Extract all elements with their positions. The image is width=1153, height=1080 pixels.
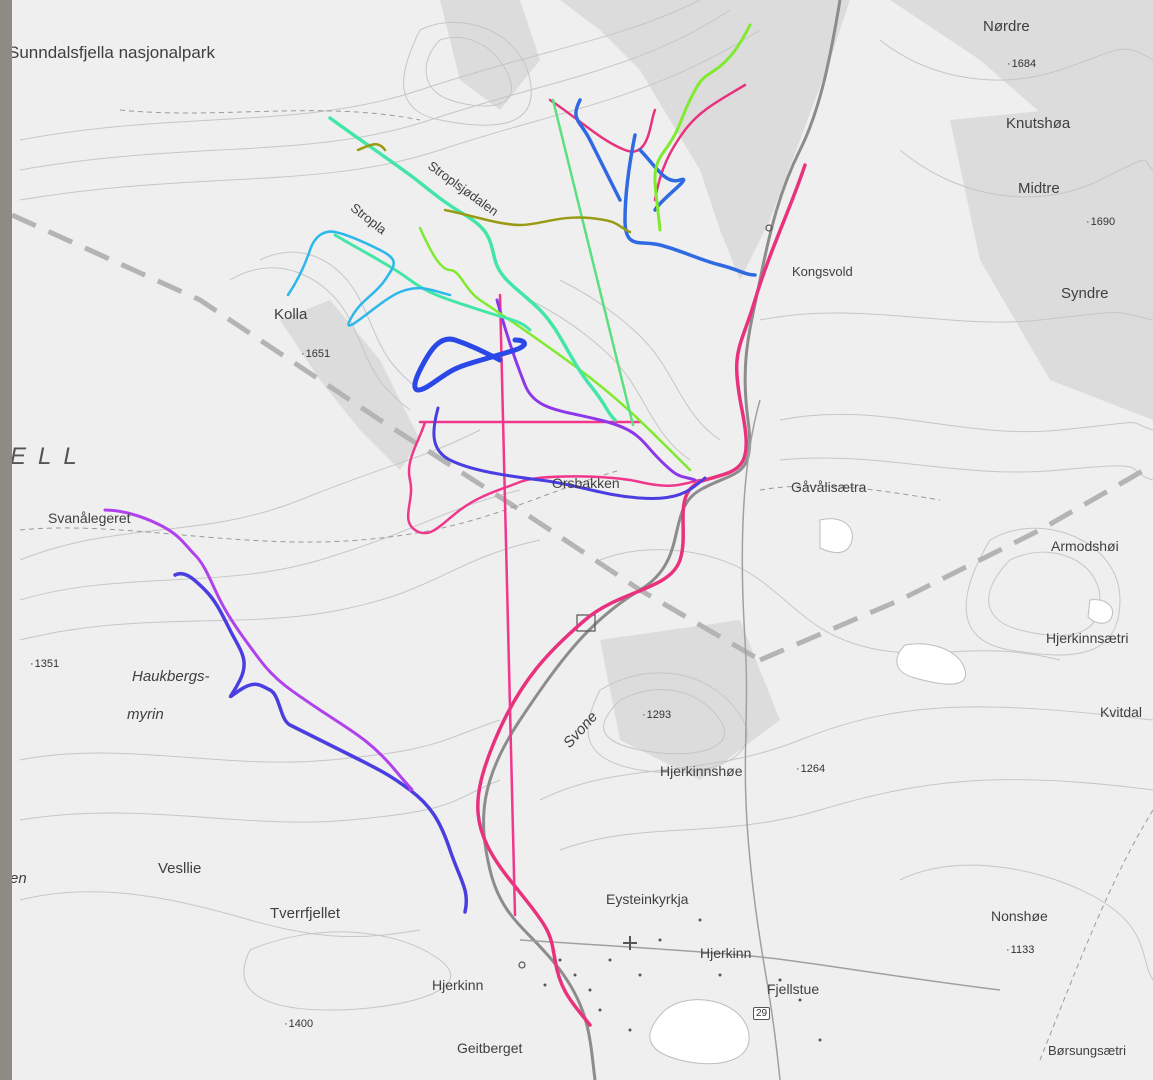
- elevation-1351: 1351: [30, 658, 59, 670]
- elevation-1264: 1264: [796, 763, 825, 775]
- trails: [19, 109, 1153, 1061]
- track-lime-stropla[interactable]: [418, 226, 692, 472]
- label-hjerkinnshoe: Hjerkinnshøe: [660, 763, 743, 779]
- label-svanalegeret: Svanålegeret: [48, 510, 131, 526]
- railway: [519, 399, 1001, 1080]
- gps-tracks[interactable]: [103, 23, 807, 1027]
- track-indigo-orsbakken[interactable]: [432, 406, 707, 500]
- label-nonshoe: Nonshøe: [991, 908, 1048, 924]
- track-cyan-stropla[interactable]: [328, 116, 617, 422]
- label-hjerkinn-east: Hjerkinn: [700, 945, 752, 961]
- label-kolla: Kolla: [274, 306, 308, 323]
- boundary-lines: [12, 212, 1153, 663]
- label-nordre: Nørdre: [983, 18, 1030, 35]
- label-kvitdal: Kvitdal: [1100, 704, 1143, 720]
- track-green-straight[interactable]: [551, 98, 635, 427]
- elevation-1133: 1133: [1006, 944, 1035, 956]
- label-gavalisaetra: Gåvålisætra: [791, 479, 867, 495]
- label-eysteinkyrkja: Eysteinkyrkja: [606, 891, 689, 907]
- label-armodshoi: Armodshøi: [1051, 538, 1119, 554]
- label-hjerkinn-west: Hjerkinn: [432, 977, 484, 993]
- label-geitberget: Geitberget: [457, 1040, 523, 1056]
- label-orsbakken: Orsbakken: [552, 475, 620, 491]
- track-sky-kolla[interactable]: [286, 230, 452, 327]
- label-midtre: Midtre: [1018, 180, 1060, 197]
- label-region: ELL: [12, 443, 89, 470]
- label-hjerkinnsaetri: Hjerkinnsætri: [1046, 630, 1129, 646]
- label-en: en: [12, 870, 27, 887]
- track-magenta-road[interactable]: [476, 163, 807, 1027]
- track-lime-north[interactable]: [653, 23, 752, 232]
- track-royal-loop[interactable]: [412, 336, 527, 393]
- label-borsungsaetri: Børsungsætri: [1048, 1043, 1127, 1058]
- label-tverrfjellet: Tverrfjellet: [270, 905, 341, 922]
- lakes: [649, 518, 1114, 1065]
- map-canvas[interactable]: [12, 0, 1153, 1080]
- map-viewport[interactable]: Sunndalsfjella nasjonalpark Nørdre Knuts…: [12, 0, 1153, 1080]
- elevation-1684: 1684: [1007, 58, 1036, 70]
- track-pink-vertical[interactable]: [498, 293, 517, 917]
- label-vesllie: Vesllie: [158, 860, 202, 877]
- elevation-1293: 1293: [642, 709, 671, 721]
- track-blue-north[interactable]: [574, 98, 757, 277]
- elevation-1651: 1651: [301, 348, 330, 360]
- settlement-dots: [543, 918, 822, 1042]
- track-olive-stropls[interactable]: [356, 143, 632, 234]
- map-symbols: [518, 224, 773, 969]
- label-syndre: Syndre: [1061, 285, 1109, 302]
- elevation-1400: 1400: [284, 1018, 313, 1030]
- track-cyan-stropla2[interactable]: [333, 233, 532, 332]
- label-myrin: myrin: [127, 706, 164, 723]
- label-fjellstue: Fjellstue: [767, 981, 820, 997]
- track-purple-ridge[interactable]: [495, 298, 697, 482]
- contour-lines: [19, 0, 1153, 1011]
- terrain-shading: [280, 0, 1153, 780]
- label-knutshoa: Knutshøa: [1006, 115, 1071, 132]
- track-violet-haukbergs[interactable]: [103, 508, 414, 792]
- label-kongsvold: Kongsvold: [792, 264, 853, 279]
- label-park: Sunndalsfjella nasjonalpark: [12, 43, 215, 62]
- elevation-1690: 1690: [1086, 216, 1115, 228]
- label-haukbergs: Haukbergs-: [132, 668, 210, 685]
- track-indigo-haukbergs[interactable]: [173, 572, 469, 914]
- track-magenta-north[interactable]: [548, 83, 747, 202]
- road-shield-29: 29: [753, 1007, 771, 1020]
- main-road: [482, 0, 842, 1080]
